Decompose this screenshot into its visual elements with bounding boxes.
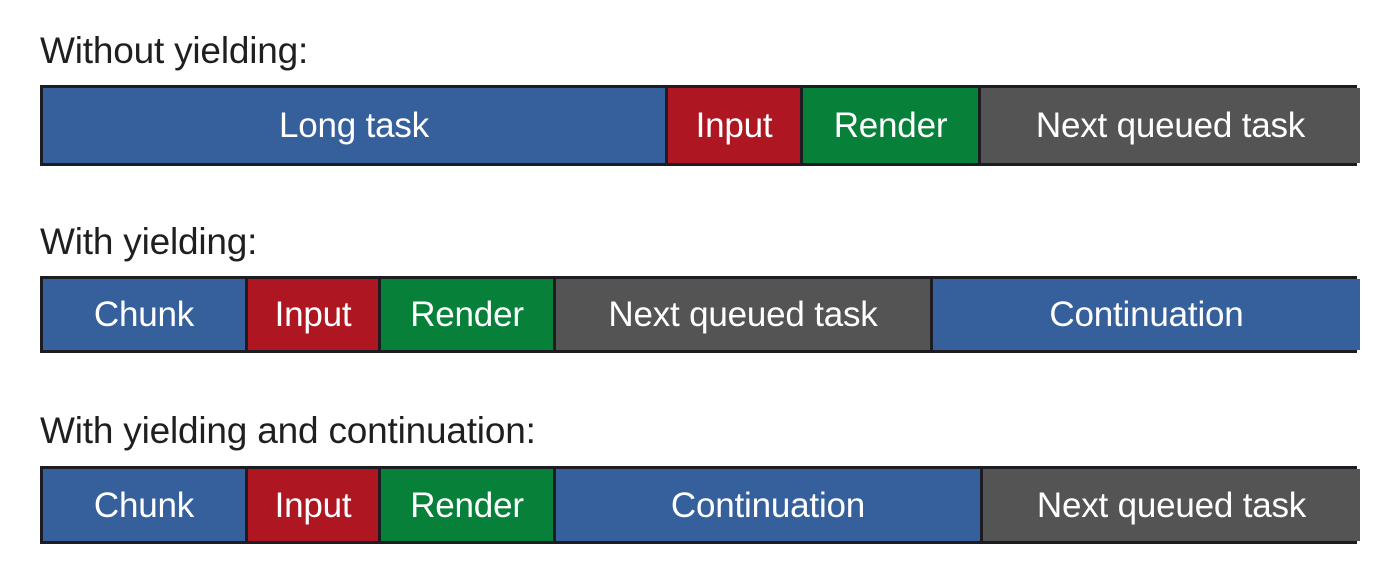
segment-continuation: Continuation: [556, 469, 983, 541]
row-label-with-yielding-and-continuation: With yielding and continuation:: [40, 410, 536, 451]
segment-long-task: Long task: [43, 88, 668, 163]
timeline-row-without-yielding: Without yielding: Long task Input Render…: [40, 30, 1360, 166]
segment-chunk: Chunk: [43, 279, 248, 350]
segment-next-queued-task: Next queued task: [981, 88, 1360, 163]
timeline-bar-with-yielding: Chunk Input Render Next queued task Cont…: [40, 276, 1360, 353]
segment-render: Render: [381, 279, 556, 350]
timeline-bar-without-yielding: Long task Input Render Next queued task: [40, 85, 1360, 166]
segment-next-queued-task: Next queued task: [556, 279, 933, 350]
segment-chunk: Chunk: [43, 469, 248, 541]
segment-render: Render: [381, 469, 556, 541]
timeline-bar-with-yielding-and-continuation: Chunk Input Render Continuation Next que…: [40, 466, 1360, 544]
row-label-without-yielding: Without yielding:: [40, 30, 309, 71]
segment-render: Render: [803, 88, 981, 163]
timeline-row-with-yielding-and-continuation: With yielding and continuation: Chunk In…: [40, 410, 1360, 544]
segment-input: Input: [668, 88, 803, 163]
segment-next-queued-task: Next queued task: [983, 469, 1360, 541]
segment-continuation: Continuation: [933, 279, 1360, 350]
segment-input: Input: [248, 469, 381, 541]
row-label-with-yielding: With yielding:: [40, 221, 258, 262]
timeline-row-with-yielding: With yielding: Chunk Input Render Next q…: [40, 221, 1360, 353]
segment-input: Input: [248, 279, 381, 350]
